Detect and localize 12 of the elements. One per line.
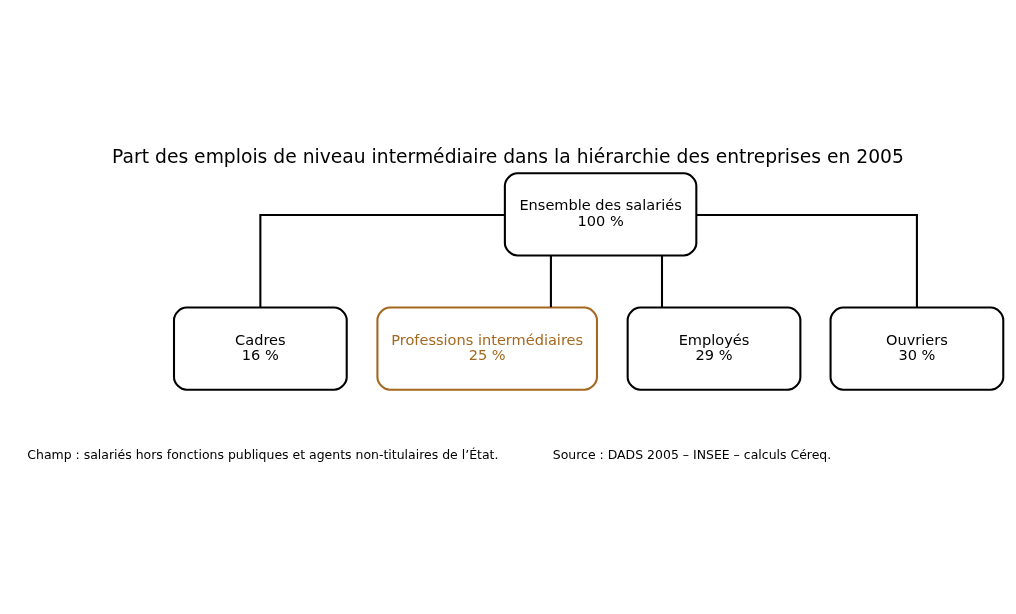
node-box: Ouvriers 30 % <box>829 306 1005 391</box>
connector <box>259 213 505 308</box>
connector <box>696 213 918 308</box>
node-box: Professions intermédiaires 25 % <box>376 306 598 391</box>
node-box: Employés 29 % <box>626 306 802 391</box>
connector <box>549 255 552 308</box>
connector <box>660 255 664 308</box>
diagram-title: Part des emplois de niveau intermédiaire dans la hiérarchie des entreprises en 2005 <box>112 146 904 168</box>
node-box: Cadres 16 % <box>172 306 348 391</box>
node-box: Ensemble des salariés 100 % <box>503 172 698 257</box>
label: Source : DADS 2005 – INSEE – calculs Céreq. <box>552 447 832 463</box>
label: Champ : salariés hors fonctions publiques et agents non-titulaires de l’État. <box>27 447 499 463</box>
